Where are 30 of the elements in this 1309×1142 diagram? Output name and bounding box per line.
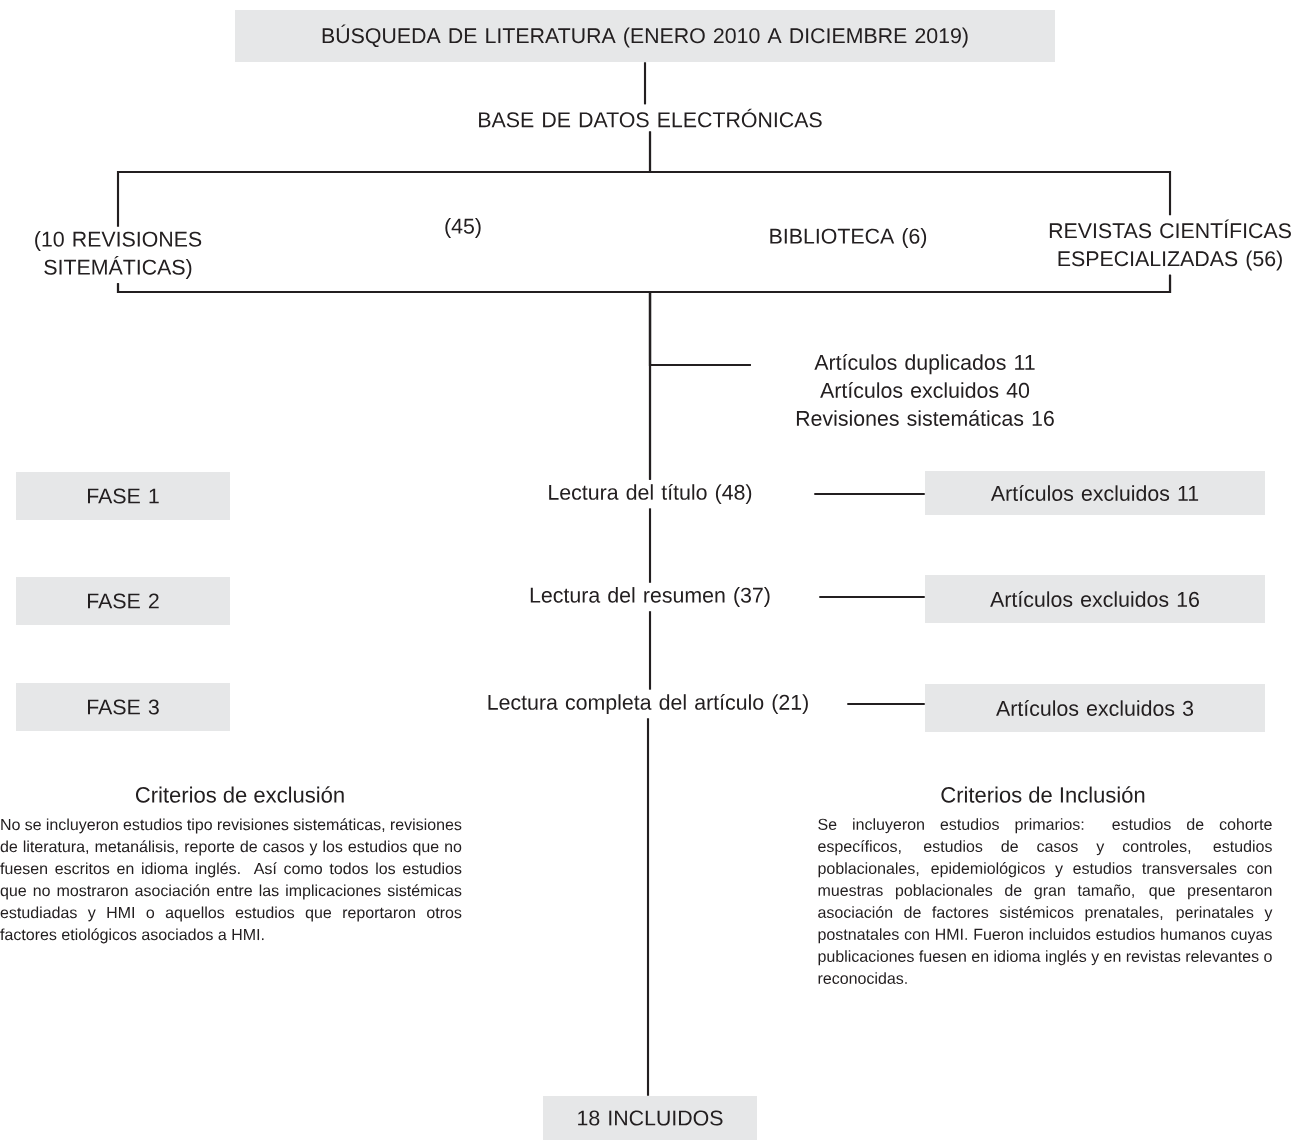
criteria-heading: Criterios de Inclusión	[941, 786, 1145, 803]
title-box: 18 INCLUIDOS	[543, 1096, 757, 1140]
phase-box: FASE 3	[16, 683, 230, 731]
connector-line	[648, 274, 1172, 480]
connector-line	[648, 131, 1172, 216]
phase-box: FASE 1	[16, 472, 230, 520]
step-text: Lectura del resumen (37)	[530, 587, 770, 607]
step-text: Lectura del título (48)	[549, 483, 752, 505]
connector-line	[847, 702, 925, 706]
exclusion-box: Artículos excluidos 16	[925, 575, 1265, 623]
step-text: BIBLIOTECA (6)	[770, 228, 927, 248]
connector-line	[648, 508, 652, 583]
title-box: BÚSQUEDA DE LITERATURA (ENERO 2010 A DICIEMBRE 2019)	[235, 10, 1055, 62]
phase-box: FASE 2	[16, 577, 230, 625]
exclusion-box: Artículos excluidos 3	[925, 684, 1265, 732]
connector-line	[648, 611, 652, 690]
connector-line	[819, 595, 925, 599]
step-text: (10 REVISIONES SITEMÁTICAS)	[35, 231, 202, 279]
criteria-paragraph: Se incluyeron estudios primarios: estudios de cohorte específicos, estudios de casos y controles, estudios poblacionales, epidemiológicos y estudios transversales con muestras poblacionales de gran tamaño, que presentaron asociación de factores sistémicos prenatales, perinatales y postnatales con HMI. Fueron incluidos estudios humanos cuyas publicaciones fuesen en idioma inglés y en revistas relevantes o reconocidas.	[818, 818, 1273, 984]
criteria-heading: Criterios de exclusión	[135, 786, 344, 803]
step-text: REVISTAS CIENTÍFICAS ESPECIALIZADAS (56)	[1049, 219, 1291, 271]
step-text: Artículos duplicados 11 Artículos excluidos 40 Revisiones sistemáticas 16	[796, 354, 1054, 426]
connector-line	[814, 492, 925, 496]
exclusion-box: Artículos excluidos 11	[925, 471, 1265, 515]
connector-line	[643, 62, 647, 105]
step-text: Lectura completa del artículo (21)	[488, 693, 808, 715]
step-text: (45)	[445, 218, 481, 238]
connector-line	[646, 718, 650, 1096]
criteria-paragraph: No se incluyeron estudios tipo revisiones sistemáticas, revisiones de literatura, metanálisis, reporte de casos y los estudios que no fuesen escritos en idioma inglés. Así como todos los estudios que no mostraron asociación entre las implicaciones sistémicas estudiadas y HMI o aquellos estudios que reportaron otros factores etiológicos asociados a HMI.	[0, 818, 462, 944]
step-text: BASE DE DATOS ELECTRÓNICAS	[479, 108, 822, 128]
